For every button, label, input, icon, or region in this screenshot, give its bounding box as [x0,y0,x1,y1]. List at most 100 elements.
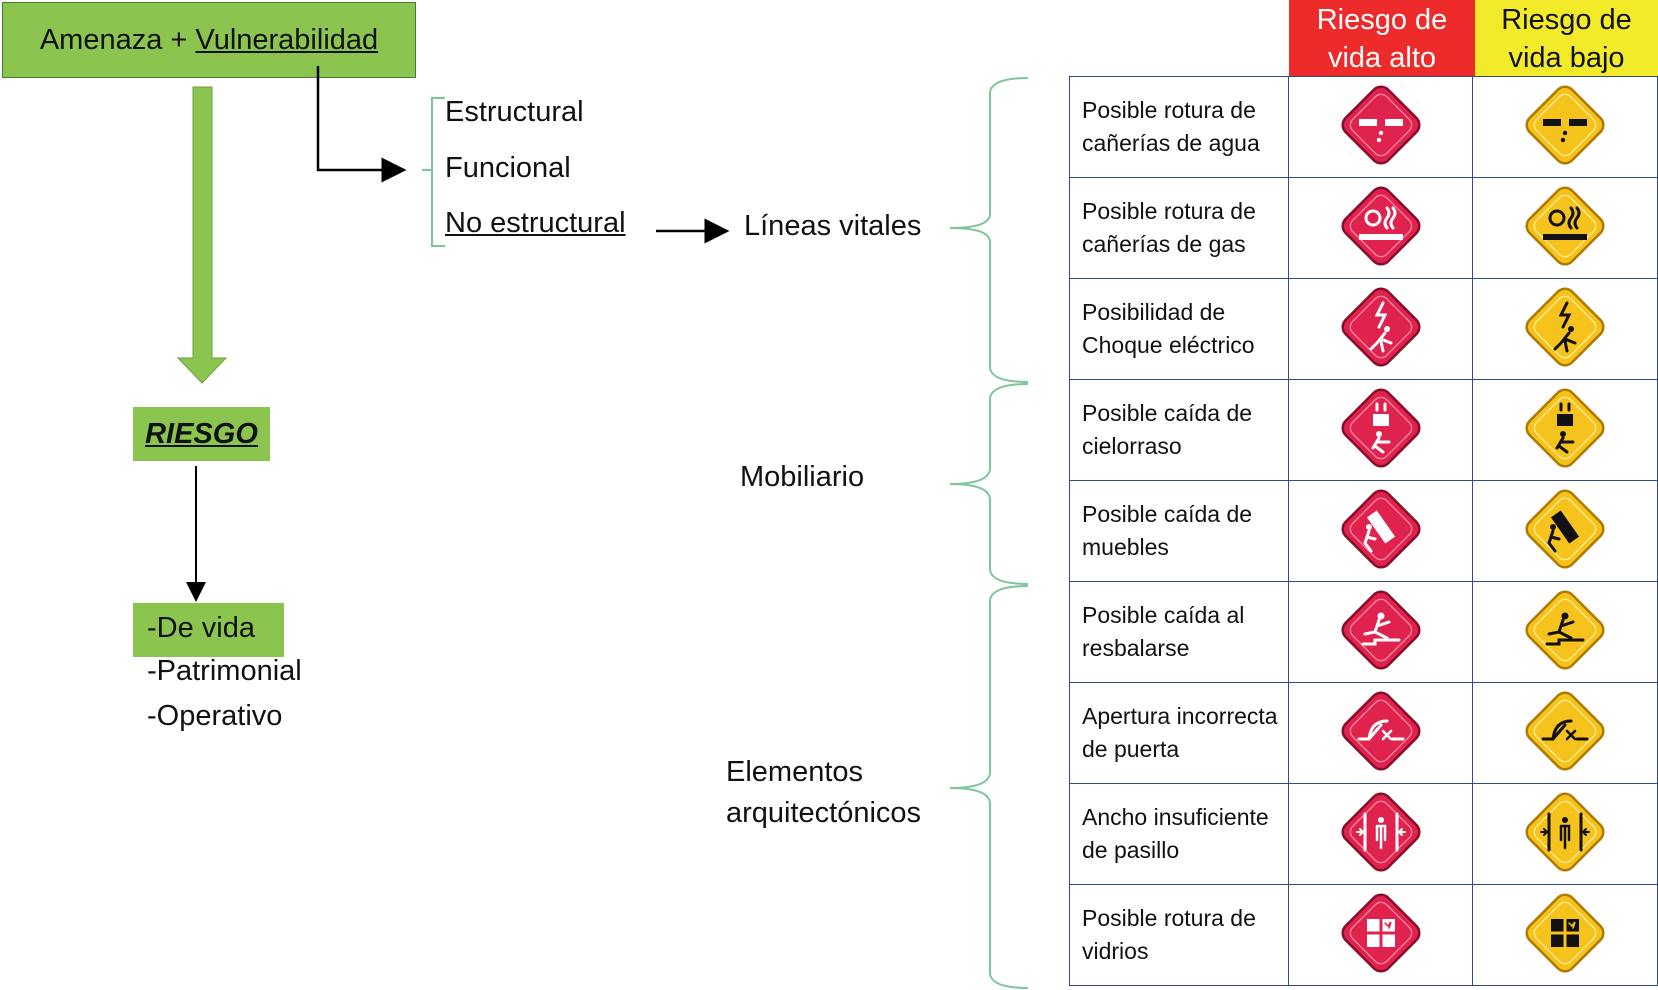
icon-cell-low [1472,379,1658,481]
vuln-brace [422,97,445,247]
funcional-label: Funcional [445,152,571,184]
risk-description-line1: Posible rotura de [1082,905,1256,931]
table-row: Posible caída al resbalarse [1069,581,1658,683]
table-row: Apertura incorrecta de puerta [1069,682,1658,784]
risk-description-line2: de pasillo [1082,837,1180,863]
risk-description-line2: cañerías de gas [1082,231,1246,257]
slip-fall-icon-high [1340,589,1421,670]
icon-cell-high [1287,177,1474,279]
door-opening-icon-low [1525,690,1605,771]
icon-cell-low [1472,682,1658,784]
header-riesgo-alto: Riesgo de vida alto [1289,0,1475,76]
furniture-fall-icon-low [1525,488,1605,569]
glass-break-icon-low [1525,892,1605,973]
risk-description-line2: cañerías de agua [1082,130,1260,156]
table-row: Posibilidad de Choque eléctrico [1069,278,1658,380]
table-row: Posible caída de muebles [1069,480,1658,582]
risk-description-line2: de puerta [1082,736,1180,762]
risk-description-line1: Posible rotura de [1082,97,1256,123]
risk-description: Posible rotura de cañerías de agua [1069,76,1289,178]
elementos-label-2: arquitectónicos [726,797,922,829]
risk-description-line1: Posible rotura de [1082,198,1256,224]
no-estructural-label: No estructural [445,207,626,239]
risk-description-line2: muebles [1082,534,1169,560]
table-row: Posible rotura de cañerías de gas [1069,177,1658,279]
door-opening-icon-high [1340,690,1421,771]
table-row: Posible caída de cielorraso [1069,379,1658,481]
icon-cell-high [1287,278,1474,380]
lineas-vitales-label: Líneas vitales [744,210,922,242]
icon-cell-high [1287,76,1474,178]
risk-description: Posible rotura de vidrios [1069,884,1289,986]
icon-cell-high [1287,783,1474,885]
header-alto-line1: Riesgo de [1316,4,1448,36]
amenaza-label: Amenaza + [39,23,196,56]
gas-pipe-break-icon-low [1525,185,1605,266]
water-pipe-break-icon-low [1525,84,1605,165]
de-vida-label: -De vida [147,612,255,644]
header-bajo-line1: Riesgo de [1501,4,1632,36]
vulnerabilidad-label: Vulnerabilidad [195,23,379,56]
icon-cell-low [1472,278,1658,380]
icon-cell-low [1472,783,1658,885]
icon-cell-low [1472,480,1658,582]
risk-description-line2: vidrios [1082,938,1149,964]
patrimonial-label: -Patrimonial [147,655,302,687]
operativo-label: -Operativo [147,700,283,732]
risk-description: Posible caída de muebles [1069,480,1289,582]
amenaza-vulnerabilidad-box: Amenaza + Vulnerabilidad [2,2,416,78]
mobiliario-brace [949,383,1029,585]
furniture-fall-icon-high [1340,488,1421,569]
electric-shock-icon-low [1525,286,1605,367]
table-row: Ancho insuficiente de pasillo [1069,783,1658,885]
narrow-corridor-icon-low [1525,791,1605,872]
electric-shock-icon-high [1340,286,1421,367]
risk-description: Apertura incorrecta de puerta [1069,682,1289,784]
narrow-corridor-icon-high [1340,791,1421,872]
riesgo-box: RIESGO [133,407,270,461]
table-row: Posible rotura de cañerías de agua [1069,76,1658,178]
ceiling-fall-icon-low [1525,387,1605,468]
risk-description-line1: Posible caída al [1082,602,1245,628]
risk-description-line2: Choque eléctrico [1082,332,1255,358]
elbow-arrow [316,66,407,183]
estructural-label: Estructural [445,96,584,128]
gas-pipe-break-icon-high [1340,185,1421,266]
risk-description: Posible caída de cielorraso [1069,379,1289,481]
risk-description-line1: Posibilidad de [1082,299,1226,325]
header-bajo-line2: vida bajo [1508,42,1625,74]
elementos-label-1: Elementos [726,756,864,788]
risk-description: Posible rotura de cañerías de gas [1069,177,1289,279]
header-alto-line2: vida alto [1327,42,1436,74]
de-vida-highlight [133,603,284,657]
icon-cell-low [1472,581,1658,683]
icon-cell-high [1287,480,1474,582]
risk-description-line2: cielorraso [1082,433,1182,459]
icon-cell-high [1287,884,1474,986]
elementos-brace [949,585,1029,989]
risk-description: Posibilidad de Choque eléctrico [1069,278,1289,380]
icon-cell-high [1287,581,1474,683]
ceiling-fall-icon-high [1340,387,1421,468]
glass-break-icon-high [1340,892,1421,973]
risk-description-line1: Apertura incorrecta [1082,703,1278,729]
mobiliario-label: Mobiliario [740,461,865,493]
risk-description-line1: Ancho insuficiente [1082,804,1269,830]
down-arrow-green [176,86,228,384]
table-row: Posible rotura de vidrios [1069,884,1658,986]
risk-description: Posible caída al resbalarse [1069,581,1289,683]
icon-cell-low [1472,177,1658,279]
risk-description-line2: resbalarse [1082,635,1190,661]
risk-description-line1: Posible caída de [1082,400,1253,426]
lineas-brace [949,77,1029,383]
slip-fall-icon-low [1525,589,1605,670]
risk-description: Ancho insuficiente de pasillo [1069,783,1289,885]
water-pipe-break-icon-high [1340,84,1421,165]
icon-cell-low [1472,76,1658,178]
icon-cell-low [1472,884,1658,986]
risk-description-line1: Posible caída de [1082,501,1253,527]
icon-cell-high [1287,379,1474,481]
header-riesgo-bajo: Riesgo de vida bajo [1475,0,1658,76]
